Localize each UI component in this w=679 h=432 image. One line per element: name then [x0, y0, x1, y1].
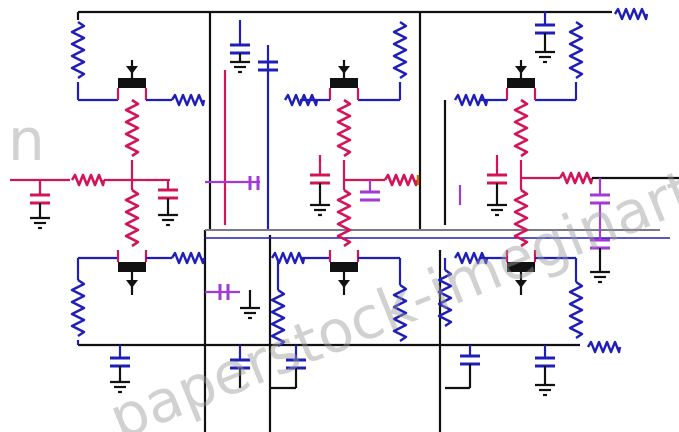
- capacitor-icon: [535, 23, 555, 35]
- transistor-icon: [507, 262, 535, 295]
- transistor-icon: [330, 60, 358, 88]
- resistor-icon: [558, 171, 594, 185]
- resistor-icon: [383, 173, 419, 187]
- ground-icon: [230, 60, 250, 74]
- ground-icon: [535, 50, 555, 64]
- capacitor-icon: [230, 43, 250, 55]
- capacitor-icon: [248, 176, 260, 190]
- ground-icon: [240, 306, 260, 320]
- capacitor-icon: [218, 284, 230, 300]
- ground-icon: [310, 203, 330, 217]
- watermark-fragment: n: [8, 106, 45, 174]
- capacitor-icon: [360, 190, 380, 202]
- bottom-rail: [78, 230, 622, 432]
- resistor-icon: [170, 251, 206, 265]
- ground-icon: [158, 213, 178, 227]
- resistor-icon: [124, 188, 140, 248]
- capacitor-icon: [487, 173, 507, 185]
- resistor-icon: [270, 251, 306, 265]
- transistor-icon: [118, 60, 146, 88]
- transistor-icon: [507, 60, 535, 88]
- capacitor-icon: [30, 193, 50, 205]
- resistor-icon: [124, 98, 140, 158]
- ground-icon: [487, 203, 507, 217]
- ground-icon: [110, 380, 130, 394]
- ground-icon: [30, 216, 50, 230]
- resistor-icon: [170, 93, 206, 107]
- resistor-icon: [568, 280, 584, 340]
- resistor-icon: [586, 340, 622, 354]
- watermark-text: paperstock-imeginart.com: [100, 103, 679, 432]
- resistor-icon: [392, 20, 408, 80]
- capacitor-icon: [460, 354, 480, 366]
- capacitor-icon: [310, 173, 330, 185]
- resistor-icon: [513, 98, 529, 158]
- stage-1: [10, 20, 206, 394]
- transistor-icon: [118, 262, 146, 295]
- capacitor-icon: [158, 188, 178, 200]
- top-rail: [76, 7, 649, 230]
- resistor-icon: [70, 20, 86, 80]
- resistor-icon: [613, 7, 649, 21]
- stage-2: [270, 20, 420, 348]
- ground-icon: [590, 270, 610, 284]
- resistor-icon: [568, 20, 584, 80]
- capacitor-icon: [535, 356, 555, 368]
- stage-3: [437, 12, 679, 397]
- transistor-icon: [330, 262, 358, 295]
- resistor-icon: [70, 173, 106, 187]
- coupling-area: [205, 20, 670, 390]
- resistor-icon: [336, 98, 352, 158]
- capacitor-icon: [258, 60, 278, 72]
- ground-icon: [535, 383, 555, 397]
- capacitor-icon: [110, 356, 130, 368]
- resistor-icon: [70, 278, 86, 338]
